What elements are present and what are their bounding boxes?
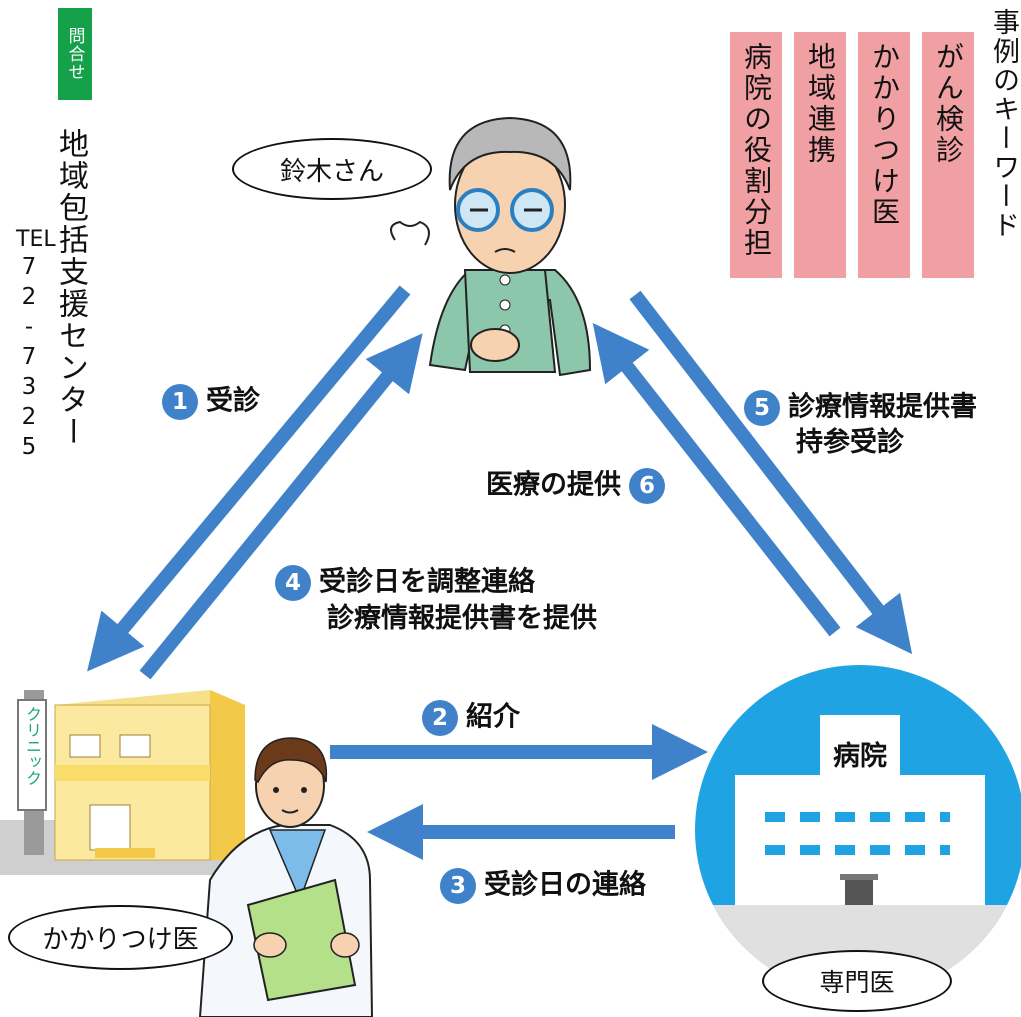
step-1-number: 1 [162,384,198,420]
step-1-text: 受診 [206,385,260,417]
keyword-tag-4: 病院の役割分担 [730,32,782,278]
patient-name-label: 鈴木さん [232,138,432,200]
step-6-number: 6 [629,468,665,504]
step-2-number: 2 [422,700,458,736]
contact-tel-number: 72-7325 [16,254,42,464]
patient-illustration [390,116,592,377]
contact-organization: 地域包括支援センター [53,128,88,448]
step-5-text-line2: 持参受診 [796,427,904,458]
step-5-text-line1: 診療情報提供書 [788,391,977,423]
arrow-step-5 [629,290,913,655]
step-2-text: 紹介 [466,701,520,733]
keyword-tag-3: 地域連携 [794,32,846,278]
step-5-number: 5 [744,390,780,426]
contact-badge: 問合せ [58,8,92,100]
step-6-text: 医療の提供 [486,469,621,501]
contact-tel-label: TEL [16,227,56,252]
keyword-tag-2: かかりつけ医 [858,32,910,278]
specialist-label: 専門医 [762,950,952,1012]
step-4-text-line1: 受診日を調整連絡 [319,566,535,598]
family-doctor-label: かかりつけ医 [8,905,233,970]
arrow-step-4 [139,333,423,680]
clinic-illustration [0,690,245,875]
hospital-sign: 病院 [833,741,887,772]
arrow-step-1 [87,285,411,672]
clinic-sign: クリニック [23,706,42,786]
step-3-number: 3 [440,868,476,904]
step-4-number: 4 [275,565,311,601]
arrow-step-6 [592,322,841,637]
doctor-illustration [198,737,374,1017]
flow-arrows [87,285,913,860]
keywords-title: 事例のキーワード [988,8,1019,240]
keyword-tag-1: がん検診 [922,32,974,278]
step-4-text-line2: 診療情報提供書を提供 [327,603,597,634]
step-3-text: 受診日の連絡 [484,869,646,901]
